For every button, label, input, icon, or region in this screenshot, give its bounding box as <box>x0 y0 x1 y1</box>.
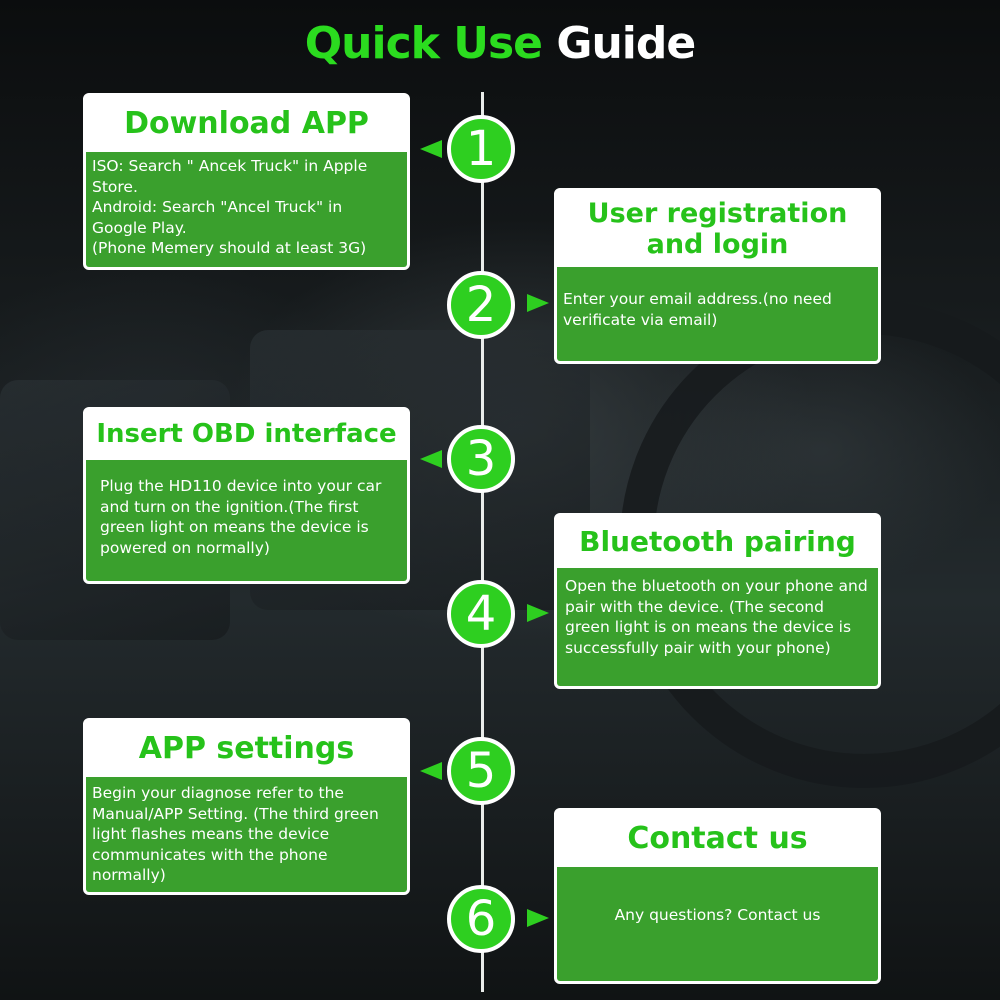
step-description: Begin your diagnose refer to the Manual/… <box>86 777 407 892</box>
step-description: Any questions? Contact us <box>557 867 878 981</box>
step-number-badge: 5 <box>447 737 515 805</box>
arrow-left-icon <box>420 762 442 780</box>
step-description: Plug the HD110 device into your car and … <box>86 460 407 581</box>
step-number-badge: 3 <box>447 425 515 493</box>
step-heading: APP settings <box>86 721 407 777</box>
step-number-badge: 6 <box>447 885 515 953</box>
step-description: ISO: Search " Ancek Truck" in Apple Stor… <box>86 152 407 267</box>
arrow-right-icon <box>527 604 549 622</box>
arrow-right-icon <box>527 909 549 927</box>
step-number-badge: 1 <box>447 115 515 183</box>
step-number-badge: 4 <box>447 580 515 648</box>
step-heading: Insert OBD interface <box>86 410 407 460</box>
arrow-left-icon <box>420 140 442 158</box>
title-part-white: Guide <box>556 18 696 69</box>
arrow-left-icon <box>420 450 442 468</box>
step-number-badge: 2 <box>447 271 515 339</box>
page-title: Quick Use Guide <box>0 18 1000 69</box>
step-description: Enter your email address.(no need verifi… <box>557 267 878 361</box>
step-heading: User registration and login <box>557 191 878 267</box>
arrow-right-icon <box>527 294 549 312</box>
step-card-4: Bluetooth pairing Open the bluetooth on … <box>554 513 881 689</box>
step-card-6: Contact us Any questions? Contact us <box>554 808 881 984</box>
step-description: Open the bluetooth on your phone and pai… <box>557 568 878 686</box>
title-part-green: Quick Use <box>304 18 543 69</box>
step-card-3: Insert OBD interface Plug the HD110 devi… <box>83 407 410 584</box>
step-card-5: APP settings Begin your diagnose refer t… <box>83 718 410 895</box>
step-card-2: User registration and login Enter your e… <box>554 188 881 364</box>
timeline-line <box>481 92 484 992</box>
step-heading: Bluetooth pairing <box>557 516 878 568</box>
step-heading: Download APP <box>86 96 407 152</box>
step-heading: Contact us <box>557 811 878 867</box>
step-card-1: Download APP ISO: Search " Ancek Truck" … <box>83 93 410 270</box>
